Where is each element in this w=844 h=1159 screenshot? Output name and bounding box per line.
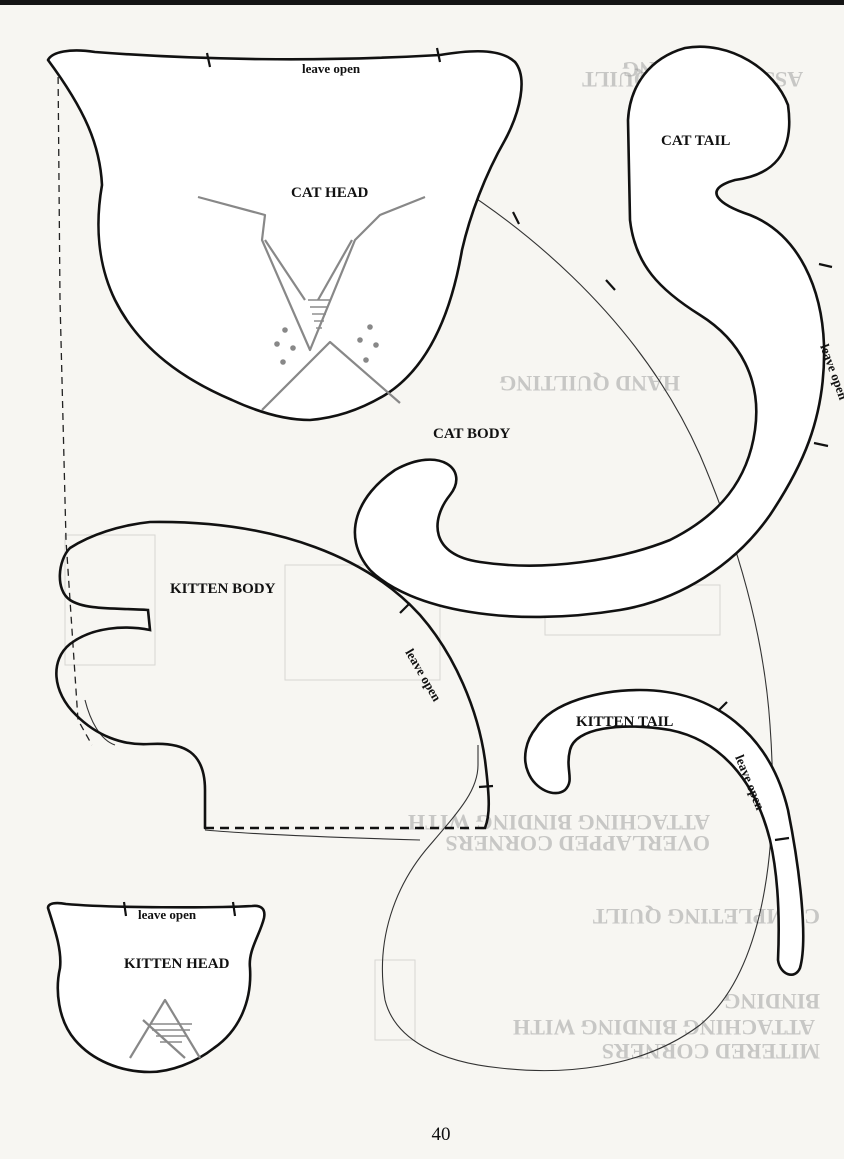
kitten-head-piece: leave open KITTEN HEAD: [46, 901, 266, 1074]
kitten-head-face-line-2: [142, 1019, 186, 1059]
cat-tail-outline: [353, 45, 826, 619]
kitten-body-leave-open-label: leave open: [402, 646, 444, 705]
bleed-heading-attaching-2: ATTACHING BINDING WITH: [513, 1015, 815, 1040]
kitten-head-open-mark-left: [122, 901, 128, 917]
cat-head-mouth: [261, 340, 401, 411]
kitten-head-label: KITTEN HEAD: [124, 956, 230, 972]
cat-head-leave-open-label: leave open: [302, 61, 361, 76]
cat-head-face-lines: [197, 195, 426, 352]
cat-body-mark-3: [605, 279, 616, 291]
cat-head-open-mark-left: [205, 52, 212, 68]
cat-body-inner-line: [204, 829, 421, 841]
cat-tail-open-mark-top: [818, 262, 833, 269]
kitten-head-open-mark-right: [231, 901, 237, 917]
kitten-head-face: [129, 998, 201, 1059]
page-number: 40: [432, 1124, 451, 1145]
kitten-body-open-mark-top: [399, 602, 411, 614]
scan-top-edge: [0, 0, 844, 5]
cat-head-muzzle-left: [264, 239, 306, 301]
bleed-heading-mitered: MITERED CORNERS: [602, 1039, 820, 1064]
kitten-head-leave-open-label: leave open: [138, 907, 197, 922]
kitten-body-label: KITTEN BODY: [170, 581, 276, 597]
cat-tail-label: CAT TAIL: [661, 133, 730, 149]
cat-head-outline: [46, 49, 523, 422]
cat-head-muzzle-right: [317, 239, 353, 301]
kitten-tail-outline: [523, 688, 805, 976]
cat-head-face: [197, 195, 426, 411]
cat-body-fold-line: [57, 64, 93, 746]
cat-head-label: CAT HEAD: [291, 185, 369, 201]
kitten-body-outline: [55, 520, 491, 830]
bleed-heading-attaching-1: ATTACHING BINDING WITH: [408, 810, 710, 835]
cat-tail-open-mark-bottom: [813, 441, 829, 448]
kitten-tail-open-mark-bottom: [774, 836, 790, 842]
kitten-tail-label: KITTEN TAIL: [576, 714, 673, 730]
kitten-head-face-lines: [129, 998, 201, 1059]
cat-head-open-mark-right: [435, 47, 442, 63]
cat-body-leg-line: [84, 699, 116, 746]
cat-body-label: CAT BODY: [433, 426, 511, 442]
kitten-body-open-mark-bottom: [478, 784, 494, 789]
kitten-head-outline: [46, 901, 266, 1074]
cat-head-piece: leave open CAT HEAD: [46, 47, 523, 422]
bleed-heading-binding: BINDING: [723, 989, 820, 1014]
bleed-heading-hand-quilting: HAND QUILTING: [499, 371, 680, 396]
kitten-tail-open-mark-top: [717, 701, 728, 712]
bleed-heading-overlapped: OVERLAPPED CORNERS: [445, 831, 710, 856]
cat-body-mark-2: [512, 211, 520, 225]
